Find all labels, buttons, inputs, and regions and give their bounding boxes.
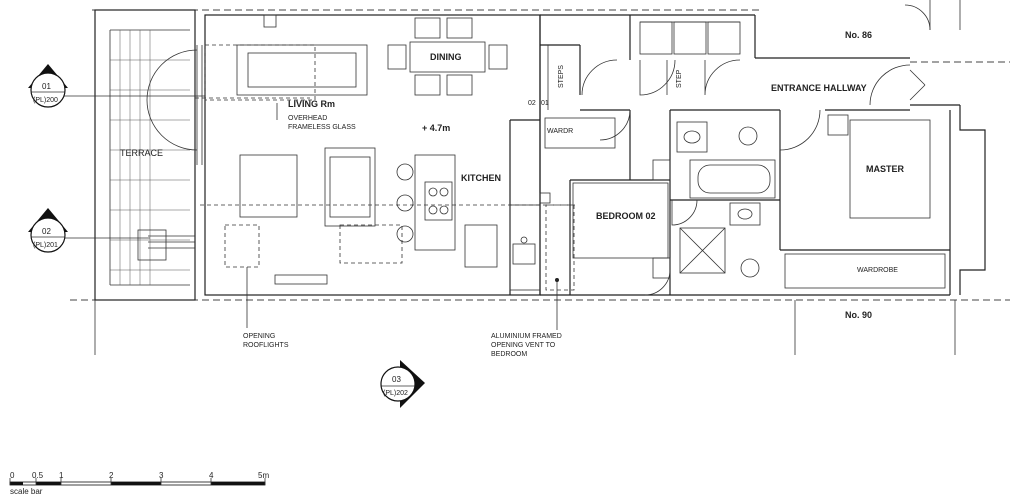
- label-dining: DINING: [430, 52, 462, 62]
- section-marker-02: 02 (PL)201: [28, 208, 150, 253]
- label-bedroom02: BEDROOM 02: [596, 211, 656, 221]
- scale-tick-2: 2: [109, 471, 114, 480]
- terrace: [94, 9, 198, 355]
- rooflight-outlines: [195, 44, 575, 291]
- label-living: LIVING Rm: [288, 99, 335, 109]
- section-01-ref: (PL)200: [33, 97, 58, 104]
- section-marker-01: 01 (PL)200: [28, 64, 205, 108]
- label-glass-1: OVERHEAD: [288, 115, 327, 122]
- section-02-ref: (PL)201: [33, 242, 58, 249]
- label-kitchen: KITCHEN: [461, 173, 501, 183]
- scale-tick-5m: 5m: [258, 471, 269, 480]
- living-furniture: [196, 14, 376, 285]
- kitchen-units: [396, 154, 551, 291]
- scale-tick-0: 0: [10, 471, 15, 480]
- label-glass-2: FRAMELESS GLASS: [288, 124, 356, 131]
- label-master: MASTER: [866, 164, 905, 174]
- label-wardrobe: WARDROBE: [857, 267, 898, 274]
- label-no86: No. 86: [845, 30, 872, 40]
- label-vent-2: OPENING VENT TO: [491, 342, 556, 349]
- label-terrace: TERRACE: [120, 148, 163, 158]
- annotations: OPENING ROOFLIGHTS ALUMINIUM FRAMED OPEN…: [243, 103, 562, 358]
- label-steps: STEPS: [558, 65, 565, 88]
- scale-tick-4: 4: [209, 471, 214, 480]
- label-entrance: ENTRANCE HALLWAY: [771, 83, 867, 93]
- section-01-num: 01: [42, 82, 51, 91]
- steps-and-utility: [544, 21, 741, 149]
- label-num-02: 02: [528, 100, 536, 107]
- scale-tick-05: 0.5: [32, 471, 44, 480]
- bedroom-fixtures: [572, 114, 946, 289]
- scale-bar: 0 0.5 1 2 3 4 5m scale bar: [9, 471, 269, 496]
- doors: [581, 4, 931, 296]
- room-labels: DINING LIVING Rm OVERHEAD FRAMELESS GLAS…: [120, 30, 905, 320]
- boundary-lines: [70, 9, 1010, 301]
- section-03-ref: (PL)202: [383, 390, 408, 397]
- label-rooflights-1: OPENING: [243, 333, 275, 340]
- label-rooflights-2: ROOFLIGHTS: [243, 342, 289, 349]
- scale-tick-1: 1: [59, 471, 64, 480]
- section-marker-03: 03 (PL)202: [380, 360, 425, 408]
- label-wardrobe-small: WARDR: [547, 128, 573, 135]
- label-vent-1: ALUMINIUM FRAMED: [491, 333, 562, 340]
- section-02-num: 02: [42, 227, 51, 236]
- label-vent-3: BEDROOM: [491, 351, 527, 358]
- bathroom-fixtures: [676, 121, 776, 278]
- section-03-num: 03: [392, 375, 401, 384]
- scale-bar-label: scale bar: [10, 487, 43, 496]
- label-num-01: 01: [541, 100, 549, 107]
- label-no90: No. 90: [845, 310, 872, 320]
- label-height: + 4.7m: [422, 123, 450, 133]
- scale-tick-3: 3: [159, 471, 164, 480]
- dining-table: [387, 17, 508, 96]
- label-step: STEP: [676, 69, 683, 88]
